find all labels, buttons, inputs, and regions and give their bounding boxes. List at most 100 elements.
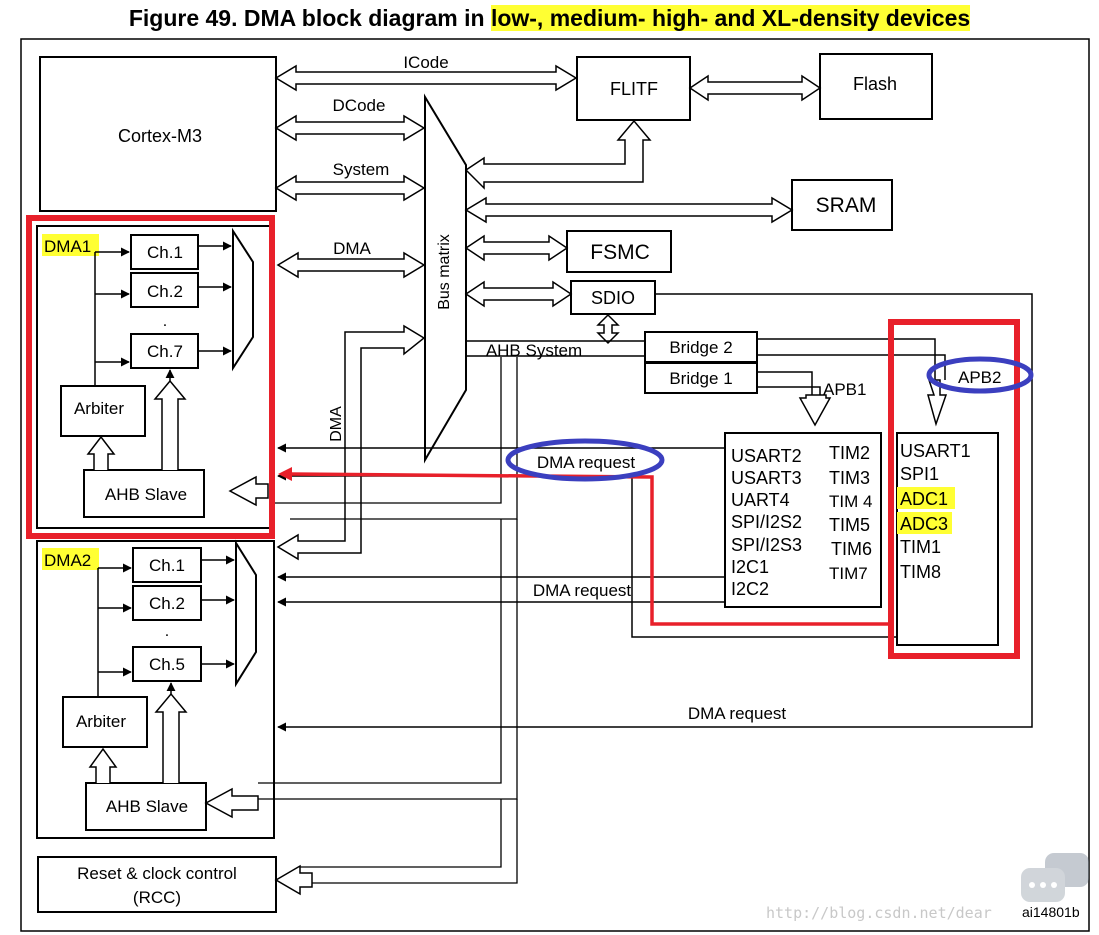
ahb-to-rcc-arrow bbox=[274, 864, 313, 896]
apb2-periph-1: SPI1 bbox=[900, 464, 939, 484]
dma2-channel-ellipsis: . bbox=[165, 623, 169, 640]
watermark: http://blog.csdn.net/dear bbox=[766, 904, 992, 922]
dma2-ch5-block bbox=[132, 646, 202, 682]
adc3-highlight bbox=[897, 512, 952, 534]
busmatrix-fsmc-arrow bbox=[464, 234, 569, 262]
apb2-periph-4: TIM1 bbox=[900, 537, 941, 557]
flitf-label: FLITF bbox=[610, 79, 658, 99]
apb2-periph-0: USART1 bbox=[900, 441, 971, 461]
dma2-slave-to-arbiter-arrow bbox=[88, 747, 118, 783]
apb1-periph-3: SPI/I2S2 bbox=[731, 512, 802, 532]
dma-request-label-3: DMA request bbox=[688, 704, 787, 723]
bridge2-block bbox=[644, 331, 758, 363]
dcode-label: DCode bbox=[333, 96, 386, 115]
dma2-label-highlight bbox=[42, 548, 99, 570]
apb1-periph-2: UART4 bbox=[731, 490, 790, 510]
dma2-ch2-label: Ch.2 bbox=[149, 594, 185, 613]
system-label: System bbox=[333, 160, 390, 179]
flash-block bbox=[819, 53, 933, 120]
fsmc-label: FSMC bbox=[590, 241, 650, 264]
bridge1-apb1-line bbox=[757, 371, 813, 395]
busmatrix-sram-arrow bbox=[464, 196, 794, 224]
figure-title-prefix: Figure 49. DMA block diagram in bbox=[128, 5, 491, 31]
apb1-peripheral-list: USART2 USART3 UART4 SPI/I2S2 SPI/I2S3 I2… bbox=[731, 443, 872, 599]
figure-title-highlight: low-, medium- high- and XL-density devic… bbox=[490, 5, 971, 31]
dma1-ahb-slave-label: AHB Slave bbox=[105, 485, 187, 504]
dma2-arbiter-block bbox=[62, 696, 148, 748]
dma1-mux bbox=[232, 227, 254, 372]
apb1-tim-5: TIM7 bbox=[829, 564, 868, 583]
ahb-system-label: AHB System bbox=[486, 341, 582, 360]
busmatrix-sdio-arrow bbox=[464, 280, 573, 308]
apb2-label: APB2 bbox=[958, 368, 1001, 387]
apb1-periph-4: SPI/I2S3 bbox=[731, 535, 802, 555]
dma2-ch5-label: Ch.5 bbox=[149, 655, 185, 674]
apb2-red-annotation bbox=[888, 319, 1020, 659]
dma1-label-highlight bbox=[42, 234, 99, 256]
apb2-peripheral-list: USART1 SPI1 ADC1 ADC3 TIM1 TIM8 bbox=[897, 441, 971, 582]
dcode-bus-arrow bbox=[274, 114, 426, 142]
code-id: ai14801b bbox=[1022, 904, 1080, 920]
apb1-periph-5: I2C1 bbox=[731, 557, 769, 577]
outer-frame bbox=[20, 38, 1090, 932]
apb2-periph-5: TIM8 bbox=[900, 562, 941, 582]
sdio-block bbox=[570, 280, 656, 315]
sram-label: SRAM bbox=[816, 194, 877, 217]
dma-request-label-2: DMA request bbox=[533, 581, 632, 600]
bus-matrix-block bbox=[424, 93, 467, 464]
dma1-ch1-label: Ch.1 bbox=[147, 243, 183, 262]
dma2-mux bbox=[235, 539, 257, 688]
icode-label: ICode bbox=[403, 53, 448, 72]
figure-title: Figure 49. DMA block diagram in low-, me… bbox=[0, 0, 1099, 36]
fsmc-block bbox=[566, 230, 672, 273]
apb2-periph-2: ADC1 bbox=[900, 489, 948, 509]
sdio-ahb-arrow bbox=[596, 313, 620, 345]
busmatrix-flitf-arrow bbox=[464, 119, 652, 190]
flash-label: Flash bbox=[853, 74, 897, 94]
ahb-to-dma2-slave-arrow bbox=[204, 787, 259, 819]
dma1-ch2-block bbox=[130, 272, 199, 308]
dma1-arbiter-block bbox=[60, 385, 146, 437]
dma-vertical-label: DMA bbox=[328, 406, 345, 442]
system-bus-arrow bbox=[274, 174, 426, 202]
dma1-arbiter-label: Arbiter bbox=[74, 399, 124, 418]
dma1-ch7-block bbox=[130, 333, 199, 369]
apb1-tim-2: TIM 4 bbox=[829, 492, 872, 511]
dma1-bus-arrow bbox=[276, 251, 426, 279]
apb1-peripherals-block bbox=[724, 432, 882, 608]
apb1-periph-1: USART3 bbox=[731, 468, 802, 488]
sram-block bbox=[791, 179, 893, 231]
apb2-periph-3: ADC3 bbox=[900, 514, 948, 534]
bridge2-apb2-line bbox=[757, 338, 936, 380]
ahb-to-dma1-slave-arrow bbox=[228, 475, 269, 507]
bridge1-label: Bridge 1 bbox=[669, 369, 732, 388]
red-request-path bbox=[289, 472, 891, 626]
rcc-label-line1: Reset & clock control bbox=[77, 864, 237, 883]
dma2-ch1-block bbox=[132, 547, 202, 583]
dma2-ahb-slave-label: AHB Slave bbox=[106, 797, 188, 816]
apb1-tim-0: TIM2 bbox=[829, 443, 870, 463]
dma1-ahb-slave-block bbox=[83, 469, 205, 518]
apb1-periph-6: I2C2 bbox=[731, 579, 769, 599]
apb1-tim-3: TIM5 bbox=[829, 515, 870, 535]
dma2-label: DMA2 bbox=[44, 551, 91, 570]
apb2-peripherals-block bbox=[896, 432, 999, 646]
bridge1-block bbox=[644, 362, 758, 394]
dma1-slave-to-arbiter-arrow bbox=[86, 435, 116, 470]
dma1-label: DMA1 bbox=[44, 237, 91, 256]
rcc-label-line2: (RCC) bbox=[133, 888, 181, 907]
cortex-m3-label: Cortex-M3 bbox=[118, 126, 202, 146]
dma1-red-annotation bbox=[26, 215, 275, 539]
apb2-blue-circle bbox=[926, 356, 1034, 394]
bus-matrix-label: Bus matrix bbox=[436, 234, 453, 310]
dma1-channel-ellipsis: . bbox=[163, 313, 167, 330]
dma-request-line-3 bbox=[277, 293, 1033, 732]
dma2-ch2-block bbox=[132, 585, 202, 621]
apb1-tim-1: TIM3 bbox=[829, 468, 870, 488]
bridge2-label: Bridge 2 bbox=[669, 338, 732, 357]
dma-bus-label: DMA bbox=[333, 239, 371, 258]
dma1-ch7-label: Ch.7 bbox=[147, 342, 183, 361]
apb1-label: APB1 bbox=[823, 380, 866, 399]
adc1-highlight bbox=[897, 487, 955, 509]
